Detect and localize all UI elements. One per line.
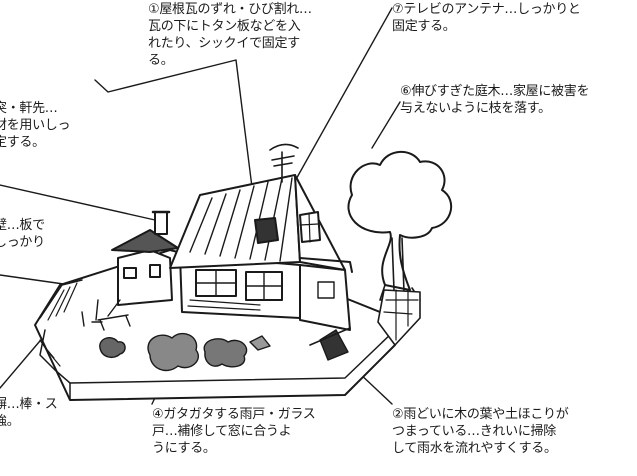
note-gutter: ②雨どいに木の葉や土ほこりが つまっている…きれいに掃除 して雨水を流れやすくす…: [392, 407, 569, 456]
yard-tools: [81, 299, 103, 327]
note-wall: 壁…板で しっかり: [0, 218, 45, 250]
chimney: [154, 211, 168, 235]
yard-shrubs: [99, 332, 271, 372]
note-roof-tiles: ①屋根瓦のずれ・ひび割れ… 瓦の下にトタン板などを入 れたり、シックイで固定す …: [148, 2, 312, 68]
note-shutters: ④ガタガタする雨戸・ガラス 戸…補修して窓に合うよ うにする。: [152, 407, 316, 456]
note-tv-antenna: ⑦テレビのアンテナ…しっかりと 固定する。: [392, 2, 581, 34]
leader-tree: [371, 101, 401, 149]
note-garden-tree: ⑥伸びすぎた庭木…家屋に被害を 与えないように枝を落す。: [400, 84, 590, 116]
note-fence: 塀…棒・ス 強。: [0, 397, 58, 429]
fence-top: [39, 279, 83, 384]
leader-fence: [0, 334, 46, 389]
leader-antenna: [289, 7, 393, 191]
garden-tree: [347, 150, 452, 346]
main-house: [169, 174, 353, 331]
note-chimney-eaves: 突・軒先… 材を用いしっ 定する。: [0, 101, 71, 150]
leader-lines: [0, 7, 401, 405]
tv-antenna: [269, 143, 299, 183]
leader-chimney: [0, 184, 156, 221]
leader-roof: [94, 59, 259, 236]
